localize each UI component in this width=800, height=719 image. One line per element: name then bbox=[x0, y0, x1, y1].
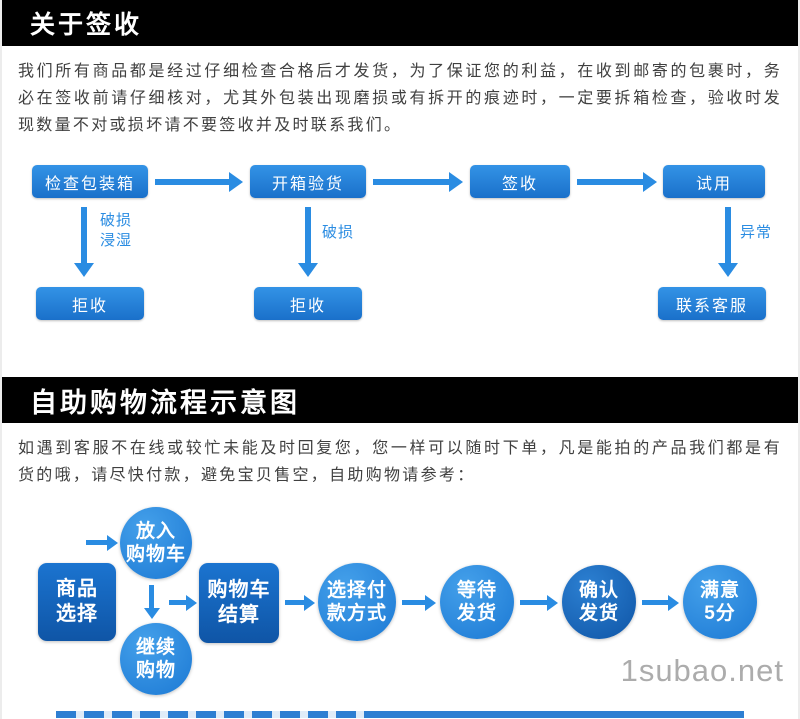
node-line: 款方式 bbox=[326, 603, 387, 624]
node-line: 结算 bbox=[218, 604, 260, 626]
arrow-right-icon bbox=[402, 595, 436, 611]
node-line: 购物 bbox=[135, 660, 176, 681]
node-line: 选择付 bbox=[326, 580, 387, 601]
branch-label-damage-wet: 破损 浸湿 bbox=[100, 211, 132, 251]
arrow-right-icon bbox=[86, 535, 118, 551]
flow-step-reject-1: 拒收 bbox=[36, 287, 144, 320]
arrow-down-icon bbox=[74, 207, 94, 277]
node-line: 确认 bbox=[578, 580, 619, 601]
flow-step-choose-payment: 选择付 款方式 bbox=[318, 563, 396, 641]
node-line: 购物车 bbox=[207, 579, 271, 601]
arrow-right-icon bbox=[155, 172, 243, 192]
node-line: 商品 bbox=[56, 578, 98, 600]
flow-step-cart-checkout: 购物车 结算 bbox=[199, 563, 279, 643]
node-line: 放入 bbox=[135, 521, 176, 542]
arrow-right-icon bbox=[520, 595, 558, 611]
flow-step-check-package: 检查包装箱 bbox=[32, 165, 148, 198]
arrow-right-icon bbox=[642, 595, 679, 611]
node-line: 选择 bbox=[56, 603, 98, 625]
arrow-right-icon bbox=[373, 172, 463, 192]
flow-step-open-inspect: 开箱验货 bbox=[250, 165, 366, 198]
flow-step-wait-shipping: 等待 发货 bbox=[440, 565, 514, 639]
arrow-down-icon bbox=[718, 207, 738, 277]
branch-label-line: 破损 bbox=[322, 224, 355, 241]
flow-step-reject-2: 拒收 bbox=[254, 287, 362, 320]
node-line: 满意 bbox=[699, 580, 740, 601]
receipt-flowchart: 检查包装箱 开箱验货 签收 试用 破损 浸湿 破损 异常 拒收 拒收 联系客服 bbox=[2, 151, 798, 329]
flow-step-select-product: 商品 选择 bbox=[38, 563, 116, 641]
node-line: 发货 bbox=[578, 603, 619, 624]
branch-label-abnormal: 异常 bbox=[740, 223, 772, 243]
arrow-down-icon bbox=[144, 585, 160, 619]
flow-step-trial: 试用 bbox=[663, 165, 765, 198]
branch-label-damage: 破损 bbox=[322, 223, 354, 243]
branch-label-line: 异常 bbox=[740, 224, 773, 241]
flow-step-continue-shopping: 继续 购物 bbox=[120, 623, 192, 695]
section2-title: 自助购物流程示意图 bbox=[30, 387, 300, 418]
section1-header-bar: 关于签收 bbox=[2, 0, 798, 46]
section1-title: 关于签收 bbox=[30, 11, 143, 39]
arrow-down-icon bbox=[298, 207, 318, 277]
node-line: 购物车 bbox=[125, 544, 186, 565]
flow-step-sign: 签收 bbox=[470, 165, 570, 198]
section2-header-bar: 自助购物流程示意图 bbox=[2, 377, 798, 423]
arrow-right-icon bbox=[285, 595, 315, 611]
flow-step-contact-service: 联系客服 bbox=[658, 287, 766, 320]
node-line: 继续 bbox=[135, 637, 176, 658]
node-line: 5分 bbox=[704, 603, 736, 624]
arrow-right-icon bbox=[169, 595, 197, 611]
self-shopping-flowchart: 商品 选择 放入 购物车 继续 购物 购物车 结算 选择付 款方式 等 bbox=[2, 501, 798, 711]
flow-step-confirm-shipping: 确认 发货 bbox=[562, 565, 636, 639]
flow-step-add-to-cart: 放入 购物车 bbox=[120, 507, 192, 579]
watermark: 1subao.net bbox=[620, 653, 784, 688]
arrow-right-icon bbox=[577, 172, 657, 192]
node-line: 发货 bbox=[456, 603, 497, 624]
cropped-next-section-strip bbox=[56, 711, 744, 718]
branch-label-line: 浸湿 bbox=[100, 232, 133, 249]
flow-step-rate-5-stars: 满意 5分 bbox=[683, 565, 757, 639]
section2-paragraph: 如遇到客服不在线或较忙未能及时回复您，您一样可以随时下单，凡是能拍的产品我们都是… bbox=[18, 440, 782, 484]
section1-paragraph: 我们所有商品都是经过仔细检查合格后才发货，为了保证您的利益，在收到邮寄的包裹时，… bbox=[18, 63, 782, 134]
node-line: 等待 bbox=[456, 580, 497, 601]
branch-label-line: 破损 bbox=[100, 212, 133, 229]
